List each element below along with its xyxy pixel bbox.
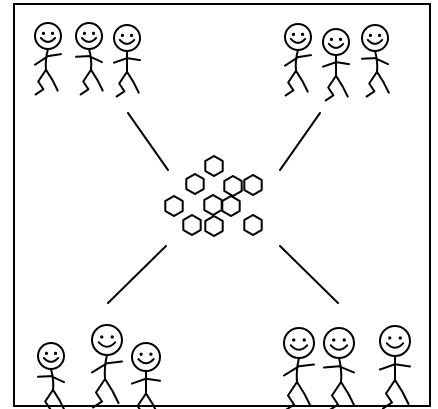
eye xyxy=(149,353,152,356)
eye xyxy=(343,338,346,341)
eye xyxy=(42,32,45,35)
eye xyxy=(51,32,54,35)
eye xyxy=(378,34,381,37)
eye xyxy=(292,33,295,36)
eye xyxy=(111,335,114,338)
eye xyxy=(121,34,124,37)
eye xyxy=(339,38,342,41)
eye xyxy=(301,33,304,36)
eye xyxy=(369,34,372,37)
eye xyxy=(83,32,86,35)
eye xyxy=(388,336,391,339)
eye xyxy=(292,338,295,341)
eye xyxy=(92,32,95,35)
eye xyxy=(100,335,103,338)
eye xyxy=(332,338,335,341)
eye xyxy=(140,353,143,356)
eye xyxy=(399,336,402,339)
eye xyxy=(330,38,333,41)
eye xyxy=(130,34,133,37)
eye xyxy=(303,338,306,341)
eye xyxy=(54,352,57,355)
eye xyxy=(45,352,48,355)
